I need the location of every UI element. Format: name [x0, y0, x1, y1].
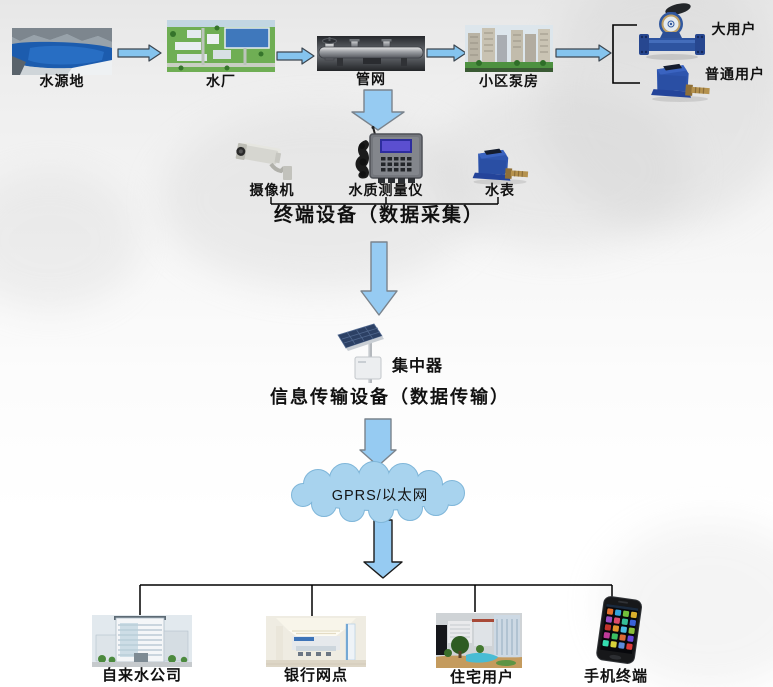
terminal-devices-connector-line [270, 197, 499, 205]
concentrator-image [334, 321, 406, 387]
arrow-plant-to-pipes-icon [276, 47, 315, 65]
pipe-network-image [317, 36, 425, 71]
water-company-image [92, 615, 192, 667]
arrow-source-to-plant-icon [117, 44, 162, 62]
pipe-network-label: 管网 [356, 71, 386, 87]
terminal-layer-caption: 终端设备（数据采集） [273, 205, 484, 226]
concentrator-label: 集中器 [392, 358, 444, 375]
water-plant-label: 水厂 [206, 73, 236, 89]
water-company-label: 自来水公司 [101, 667, 182, 684]
pump-house-image [465, 25, 553, 72]
arrow-terminal-to-concentrator-icon [360, 241, 398, 316]
bank-branch-image [266, 616, 366, 667]
arrow-pipes-to-pump-icon [426, 44, 467, 62]
arrow-transmission-to-cloud-icon [359, 418, 397, 467]
water-plant-image [167, 20, 275, 72]
transmission-layer-caption: 信息传输设备（数据传输） [270, 387, 510, 407]
big-user-meter-image [636, 2, 708, 62]
network-cloud-icon [291, 461, 465, 523]
pump-house-label: 小区泵房 [479, 73, 539, 89]
water-meter-label: 水表 [485, 182, 515, 198]
consumers-connector-line [139, 584, 613, 616]
water-source-image [12, 28, 112, 75]
arrow-cloud-to-consumers-icon [363, 519, 403, 579]
mobile-phone-image [588, 596, 650, 666]
normal-user-meter-image [642, 53, 718, 103]
meters-bracket-line [612, 24, 640, 84]
camera-label: 摄像机 [249, 182, 295, 198]
water-meter-image [464, 138, 536, 186]
mobile-phone-label: 手机终端 [583, 668, 648, 685]
resident-community-image [436, 613, 522, 668]
network-cloud-label: GPRS/以太网 [331, 488, 429, 504]
resident-community-label: 住宅用户 [449, 669, 514, 686]
bank-branch-label: 银行网点 [283, 667, 348, 684]
camera-image [231, 136, 297, 184]
normal-user-label: 普通用户 [705, 66, 765, 82]
water-source-label: 水源地 [39, 73, 85, 89]
water-quality-instrument-label: 水质测量仪 [348, 182, 424, 198]
arrow-pump-to-meters-icon [555, 44, 612, 62]
arrow-pipes-to-quality-icon [351, 89, 405, 131]
big-user-label: 大用户 [711, 21, 757, 37]
water-quality-instrument-image [336, 126, 426, 184]
